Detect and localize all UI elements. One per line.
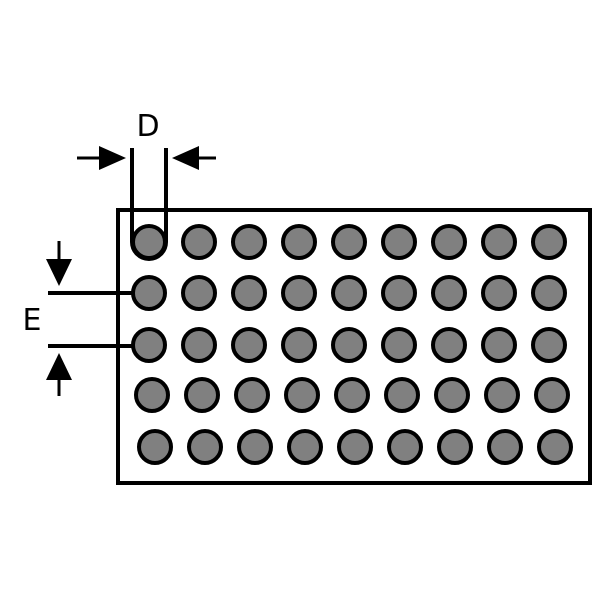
- hole: [134, 377, 170, 413]
- hole-grid: [131, 224, 573, 465]
- hole: [234, 377, 270, 413]
- diameter-extension-lines: [130, 148, 168, 261]
- hole: [187, 429, 223, 465]
- hole: [534, 377, 570, 413]
- hole: [337, 429, 373, 465]
- hole: [531, 275, 567, 311]
- hole: [431, 327, 467, 363]
- hole: [181, 327, 217, 363]
- hole: [531, 327, 567, 363]
- pitch-label: E: [23, 303, 42, 338]
- hole: [131, 327, 167, 363]
- hole: [531, 224, 567, 260]
- hole: [431, 224, 467, 260]
- hole: [434, 377, 470, 413]
- hole: [437, 429, 473, 465]
- hole: [284, 377, 320, 413]
- hole: [281, 327, 317, 363]
- hole: [331, 275, 367, 311]
- hole: [184, 377, 220, 413]
- hole: [181, 275, 217, 311]
- hole: [231, 327, 267, 363]
- pitch-top-arrow: [46, 241, 72, 286]
- hole: [487, 429, 523, 465]
- hole: [331, 224, 367, 260]
- hole: [381, 224, 417, 260]
- diameter-left-arrow: [77, 146, 126, 170]
- hole: [381, 275, 417, 311]
- hole: [431, 275, 467, 311]
- hole: [231, 224, 267, 260]
- hole: [481, 275, 517, 311]
- diameter-right-arrow: [172, 146, 216, 170]
- hole: [331, 327, 367, 363]
- hole: [231, 275, 267, 311]
- hole: [381, 327, 417, 363]
- hole: [137, 429, 173, 465]
- hole: [334, 377, 370, 413]
- hole: [281, 275, 317, 311]
- hole: [237, 429, 273, 465]
- diameter-label: D: [136, 109, 159, 144]
- hole: [484, 377, 520, 413]
- hole: [537, 429, 573, 465]
- hole: [384, 377, 420, 413]
- hole: [287, 429, 323, 465]
- hole: [481, 327, 517, 363]
- hole: [181, 224, 217, 260]
- hole: [281, 224, 317, 260]
- pitch-bottom-arrow: [46, 353, 72, 396]
- hole: [481, 224, 517, 260]
- hole: [387, 429, 423, 465]
- hole: [131, 275, 167, 311]
